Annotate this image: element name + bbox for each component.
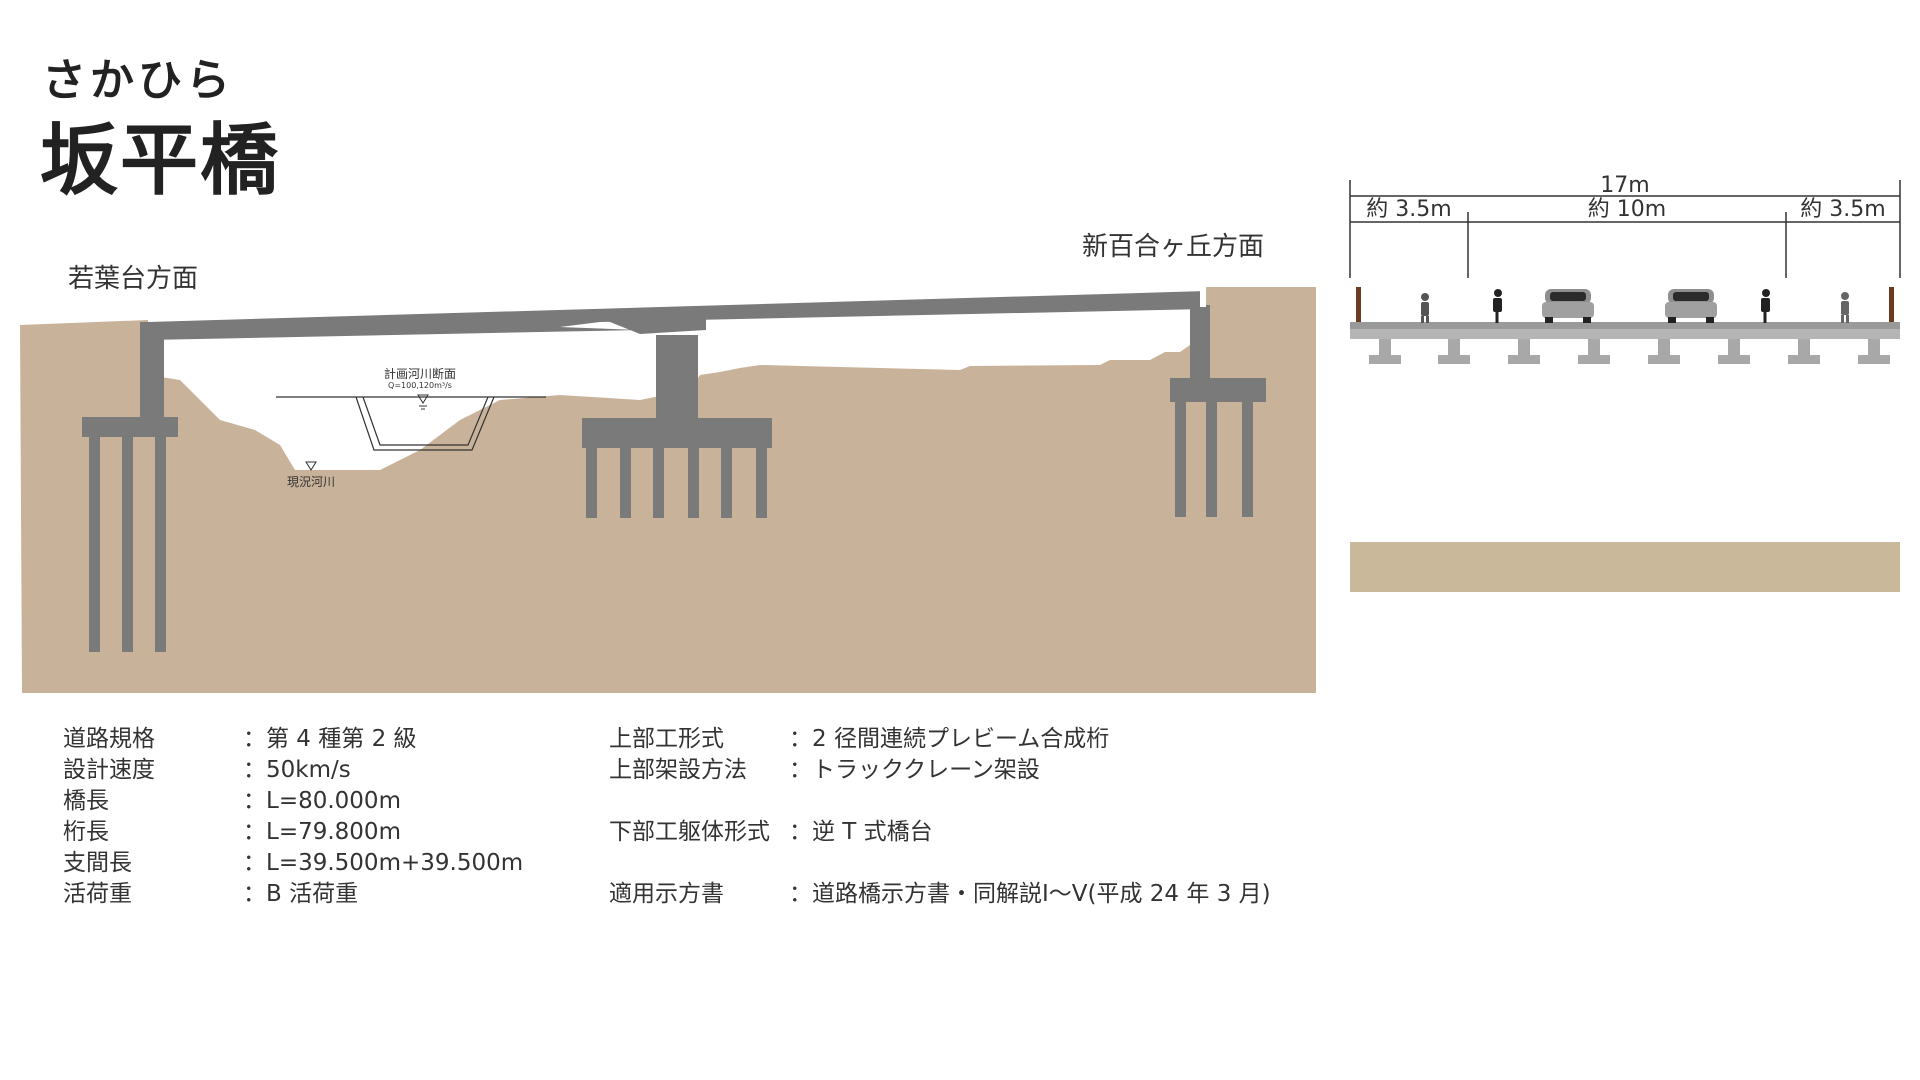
- bridge-name-ruby: さかひら: [42, 55, 234, 106]
- roadway-width-label: 約 10m: [1588, 197, 1666, 222]
- spec-key: 活荷重: [63, 881, 132, 907]
- spec-row: 下部工躯体形式 ：逆 T 式橋台: [609, 817, 1271, 848]
- spec-key: 桁長: [63, 819, 109, 845]
- spec-row: 橋長 ：L=80.000m: [63, 786, 523, 817]
- cross-section-girders: [1369, 339, 1890, 364]
- spec-key: 上部工形式: [609, 726, 724, 752]
- direction-right-label: 新百合ヶ丘方面: [1082, 232, 1265, 262]
- cyclist-icon: [1761, 289, 1770, 323]
- spec-value: ：B 活荷重: [243, 881, 359, 907]
- right-sidewalk-width-label: 約 3.5m: [1800, 197, 1885, 222]
- spec-value: ：L=39.500m+39.500m: [243, 850, 524, 876]
- right-railing: [1889, 287, 1894, 322]
- pavement-band: [1350, 542, 1900, 592]
- spec-value: ：50km/s: [243, 757, 351, 783]
- spec-key: 下部工躯体形式: [609, 819, 770, 845]
- spec-row: 道路規格 ：第 4 種第 2 級: [63, 724, 523, 755]
- planned-section-label: 計画河川断面: [384, 366, 456, 381]
- spec-row: 支間長 ：L=39.500m+39.500m: [63, 848, 523, 879]
- left-abutment: [82, 322, 178, 652]
- spec-key: 設計速度: [63, 757, 155, 783]
- spec-key: 橋長: [63, 788, 109, 814]
- ground-profile: [20, 287, 1316, 693]
- cross-section-dimensions: [1349, 180, 1901, 278]
- spec-row: [609, 786, 1271, 817]
- spec-value: ：L=80.000m: [243, 788, 401, 814]
- cross-section-deck: [1350, 287, 1900, 364]
- total-width-label: 17m: [1600, 173, 1649, 198]
- spec-key: 道路規格: [63, 726, 155, 752]
- direction-left-label: 若葉台方面: [68, 264, 199, 294]
- car-icon: [1542, 289, 1594, 323]
- spec-row: [609, 848, 1271, 879]
- planned-river-section: [276, 396, 546, 451]
- center-pier: [582, 335, 772, 518]
- current-water-level-icon: [305, 461, 317, 471]
- current-river-label: 現況河川: [287, 474, 335, 489]
- deck-end-gap: [1200, 287, 1206, 307]
- left-sidewalk-width-label: 約 3.5m: [1366, 197, 1451, 222]
- cyclist-icon: [1493, 289, 1502, 323]
- spec-row: 上部工形式 ：2 径間連続プレビーム合成桁: [609, 724, 1271, 755]
- spec-value: ：トラッククレーン架設: [789, 757, 1040, 783]
- spec-value: ：2 径間連続プレビーム合成桁: [789, 726, 1110, 752]
- spec-row: 設計速度 ：50km/s: [63, 755, 523, 786]
- right-abutment: [1170, 305, 1266, 517]
- spec-key: 上部架設方法: [609, 757, 747, 783]
- spec-key: 適用示方書: [609, 881, 724, 907]
- spec-key: 支間長: [63, 850, 132, 876]
- spec-list-left: 道路規格 ：第 4 種第 2 級 設計速度 ：50km/s 橋長 ：L=80.000m…: [63, 724, 523, 910]
- spec-value: ：逆 T 式橋台: [789, 819, 933, 845]
- pedestrian-icon: [1421, 293, 1429, 323]
- bridge-deck: [148, 291, 1206, 340]
- spec-row: 上部架設方法 ：トラッククレーン架設: [609, 755, 1271, 786]
- water-level-icon: [417, 394, 429, 410]
- spec-value: ：L=79.800m: [243, 819, 401, 845]
- left-railing: [1356, 287, 1361, 322]
- bridge-title: 坂平橋: [40, 116, 281, 206]
- car-icon: [1665, 289, 1717, 323]
- spec-row: 活荷重 ：B 活荷重: [63, 879, 523, 910]
- spec-row: 適用示方書 ：道路橋示方書・同解説Ⅰ～Ⅴ(平成 24 年 3 月): [609, 879, 1271, 910]
- pedestrian-icon: [1841, 292, 1849, 323]
- spec-row: 桁長 ：L=79.800m: [63, 817, 523, 848]
- spec-list-right: 上部工形式 ：2 径間連続プレビーム合成桁 上部架設方法 ：トラッククレーン架設 下…: [609, 724, 1271, 910]
- spec-value: ：道路橋示方書・同解説Ⅰ～Ⅴ(平成 24 年 3 月): [789, 881, 1271, 907]
- planned-discharge-label: Q=100,120m³/s: [388, 381, 452, 390]
- spec-value: ：第 4 種第 2 級: [243, 726, 417, 752]
